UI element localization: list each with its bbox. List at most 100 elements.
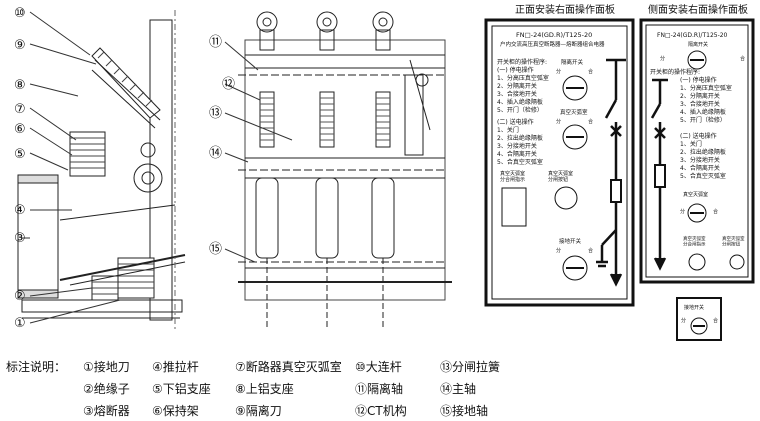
callout-4: ④ xyxy=(14,203,26,218)
front-panel-subtitle: 户内交流高压真空断路器—熔断器组合电器 xyxy=(500,40,605,48)
front-stop-step: 3、合接地开关 xyxy=(497,90,537,98)
callout-9: ⑨ xyxy=(14,38,26,53)
legend-item: ⑥保持架 xyxy=(152,404,199,418)
indicator-label-2: 真空灭弧室分闸按钮 xyxy=(548,170,573,183)
svg-text:分: 分 xyxy=(556,68,561,75)
legend-item: ⑤下铝支座 xyxy=(152,382,211,396)
legend-item: ⑦断路器真空灭弧室 xyxy=(235,360,342,374)
svg-text:1、关门: 1、关门 xyxy=(680,140,702,148)
front-view xyxy=(224,11,452,330)
callouts-left: ⑩ ⑨ ⑧ ⑦ ⑥ ⑤ ④ ③ ② ① xyxy=(14,6,26,331)
callout-7: ⑦ xyxy=(14,102,26,117)
side-knob-vacuum[interactable]: 真空灭弧室 分 合 xyxy=(680,191,718,223)
front-send-step: 2、拉出绝缘隔板 xyxy=(497,134,543,142)
callout-15: ⑮ xyxy=(209,242,222,257)
phase-columns xyxy=(255,11,395,330)
legend-item: ②绝缘子 xyxy=(83,382,130,396)
side-send-title: (二) 送电操作 xyxy=(680,132,717,140)
svg-text:合: 合 xyxy=(588,247,593,254)
svg-text:分: 分 xyxy=(556,247,561,254)
side-stop-title: (一) 停电操作 xyxy=(680,76,717,84)
callout-13: ⑬ xyxy=(209,106,222,121)
front-mimic-diagram xyxy=(596,58,626,287)
legend-item: ⑮接地轴 xyxy=(440,404,489,418)
legend-item: ⑩大连杆 xyxy=(355,360,402,374)
svg-text:合: 合 xyxy=(713,317,718,324)
svg-text:5、开门（检修）: 5、开门（检修） xyxy=(680,116,726,124)
callout-11: ⑪ xyxy=(209,35,222,50)
svg-text:3、分接地开关: 3、分接地开关 xyxy=(680,156,720,164)
svg-text:1、分高压真空弧室: 1、分高压真空弧室 xyxy=(680,84,732,92)
vacuum-trip-button[interactable]: 真空灭弧室分闸按钮 xyxy=(548,170,578,210)
legend: 标注说明： ①接地刀 ②绝缘子 ③熔断器 ④推拉杆 ⑤下铝支座 ⑥保持架 ⑦断路… xyxy=(0,350,560,420)
knob-ground-label: 接地开关 xyxy=(559,237,582,245)
insulator-upper xyxy=(69,131,106,177)
legend-item: ⑫CT机构 xyxy=(355,404,407,418)
legend-item: ⑬分闸拉簧 xyxy=(440,360,501,374)
svg-text:合: 合 xyxy=(588,68,593,75)
legend-item: ⑭主轴 xyxy=(440,382,477,396)
knob-ground-switch[interactable]: 接地开关 分 合 xyxy=(556,237,593,281)
svg-text:合: 合 xyxy=(713,208,718,215)
front-send-step: 5、合真空灭弧室 xyxy=(497,158,543,166)
side-operation-panel: 侧面安装右面操作面板 FN□-24(GD.R)/T125-20 隔离开关 分 合… xyxy=(639,3,755,284)
front-panel-heading: 正面安装右面操作面板 xyxy=(515,3,615,16)
svg-text:真空灭弧室分闸按钮: 真空灭弧室分闸按钮 xyxy=(722,235,745,247)
svg-text:分: 分 xyxy=(660,55,665,62)
callout-12: ⑫ xyxy=(222,77,235,92)
legend-item: ⑧上铝支座 xyxy=(235,382,294,396)
front-ops-title: 开关柜的操作程序: xyxy=(497,58,547,66)
callout-10: ⑩ xyxy=(14,6,26,21)
ground-switch-box[interactable]: 接地开关 分 合 xyxy=(676,297,722,341)
knob-isolating-label: 隔离开关 xyxy=(561,58,584,66)
switchgear-drawing: ⑩ ⑨ ⑧ ⑦ ⑥ ⑤ ④ ③ ② ① xyxy=(14,3,755,341)
side-ops-title: 开关柜的操作程序: xyxy=(650,68,700,76)
svg-text:隔离开关: 隔离开关 xyxy=(688,41,708,48)
ground-box-label: 接地开关 xyxy=(684,304,704,311)
legend-item: ④推拉杆 xyxy=(152,360,199,374)
svg-text:合: 合 xyxy=(740,55,745,62)
front-stop-title: (一) 停电操作 xyxy=(497,66,534,74)
callout-6: ⑥ xyxy=(14,122,26,137)
front-stop-step: 1、分高压真空弧室 xyxy=(497,74,549,82)
svg-text:分: 分 xyxy=(681,317,686,324)
svg-text:4、插入绝缘隔板: 4、插入绝缘隔板 xyxy=(680,108,726,116)
front-send-title: (二) 送电操作 xyxy=(497,118,534,126)
callout-14: ⑭ xyxy=(209,146,222,161)
knob-isolating-switch[interactable]: 隔离开关 分 合 xyxy=(556,58,593,101)
callout-8: ⑧ xyxy=(14,78,26,93)
front-operation-panel: 正面安装右面操作面板 FN□-24(GD.R)/T125-20 户内交流高压真空… xyxy=(484,3,635,307)
front-send-step: 4、合隔离开关 xyxy=(497,150,537,158)
legend-item: ①接地刀 xyxy=(83,360,130,374)
callout-5: ⑤ xyxy=(14,147,26,162)
svg-text:3、合接地开关: 3、合接地开关 xyxy=(680,100,720,108)
knob-vacuum-label: 真空灭弧室 xyxy=(560,108,588,116)
indicator-label-1: 真空灭弧室分合闸指示 xyxy=(500,170,525,183)
side-knob-isolating[interactable]: 隔离开关 分 合 xyxy=(660,41,745,70)
knob-vacuum-chamber[interactable]: 真空灭弧室 分 合 xyxy=(556,108,593,150)
front-stop-step: 2、分隔离开关 xyxy=(497,82,537,90)
front-stop-step: 5、开门（检修） xyxy=(497,106,543,114)
legend-item: ⑪隔离轴 xyxy=(355,382,404,396)
side-view xyxy=(17,10,186,330)
legend-item: ③熔断器 xyxy=(83,404,130,418)
svg-text:分: 分 xyxy=(680,208,685,215)
side-panel-heading: 侧面安装右面操作面板 xyxy=(648,3,748,16)
svg-text:4、合隔离开关: 4、合隔离开关 xyxy=(680,164,720,172)
isolating-blade xyxy=(91,47,161,119)
side-panel-model: FN□-24(GD.R)/T125-20 xyxy=(657,32,728,39)
callout-2: ② xyxy=(14,289,26,304)
svg-text:真空灭弧室分合闸指示: 真空灭弧室分合闸指示 xyxy=(683,235,706,247)
front-stop-step: 4、插入绝缘隔板 xyxy=(497,98,543,106)
svg-text:合: 合 xyxy=(588,118,593,125)
insulator-lower xyxy=(91,257,155,301)
callout-1: ① xyxy=(14,316,26,331)
svg-text:2、拉出绝缘隔板: 2、拉出绝缘隔板 xyxy=(680,148,726,156)
svg-text:2、分隔离开关: 2、分隔离开关 xyxy=(680,92,720,100)
side-trip-button[interactable]: 真空灭弧室分闸按钮 xyxy=(722,235,745,270)
side-indicator: 真空灭弧室分合闸指示 xyxy=(683,235,706,271)
svg-text:真空灭弧室: 真空灭弧室 xyxy=(683,191,708,198)
callouts-mid: ⑪ ⑫ ⑬ ⑭ ⑮ xyxy=(209,35,235,257)
vacuum-indicator: 真空灭弧室分合闸指示 xyxy=(500,170,527,227)
front-send-step: 3、分接地开关 xyxy=(497,142,537,150)
